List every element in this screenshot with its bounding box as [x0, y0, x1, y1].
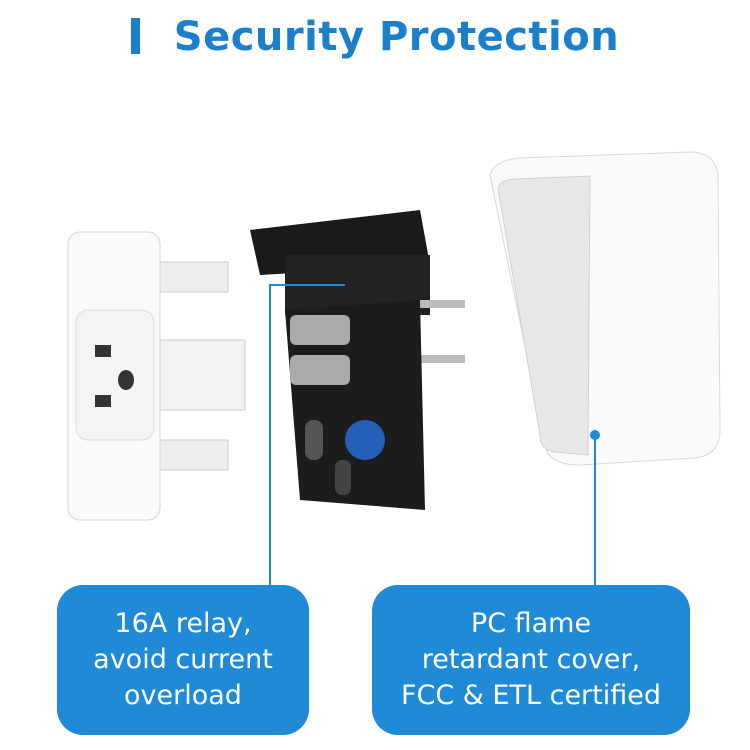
leader-line-relay — [269, 284, 345, 585]
callout-line: FCC & ETL certified — [400, 680, 662, 711]
pc-cover — [489, 151, 721, 466]
callout-relay: 16A relay, avoid current overload — [57, 585, 309, 735]
leader-line-cover — [590, 430, 600, 585]
callout-line: PC flame — [470, 608, 592, 639]
callout-line: avoid current — [93, 644, 273, 675]
callout-line: retardant cover, — [421, 644, 641, 675]
circuit-board — [250, 210, 465, 510]
outlet-faceplate — [67, 231, 246, 521]
title-text: Security Protection — [173, 14, 620, 60]
title-accent-bar — [130, 18, 140, 54]
page-title: Security Protection — [0, 14, 750, 60]
callout-line: 16A relay, — [114, 608, 252, 639]
callout-cover: PC flame retardant cover, FCC & ETL cert… — [372, 585, 690, 735]
callout-line: overload — [124, 680, 242, 711]
